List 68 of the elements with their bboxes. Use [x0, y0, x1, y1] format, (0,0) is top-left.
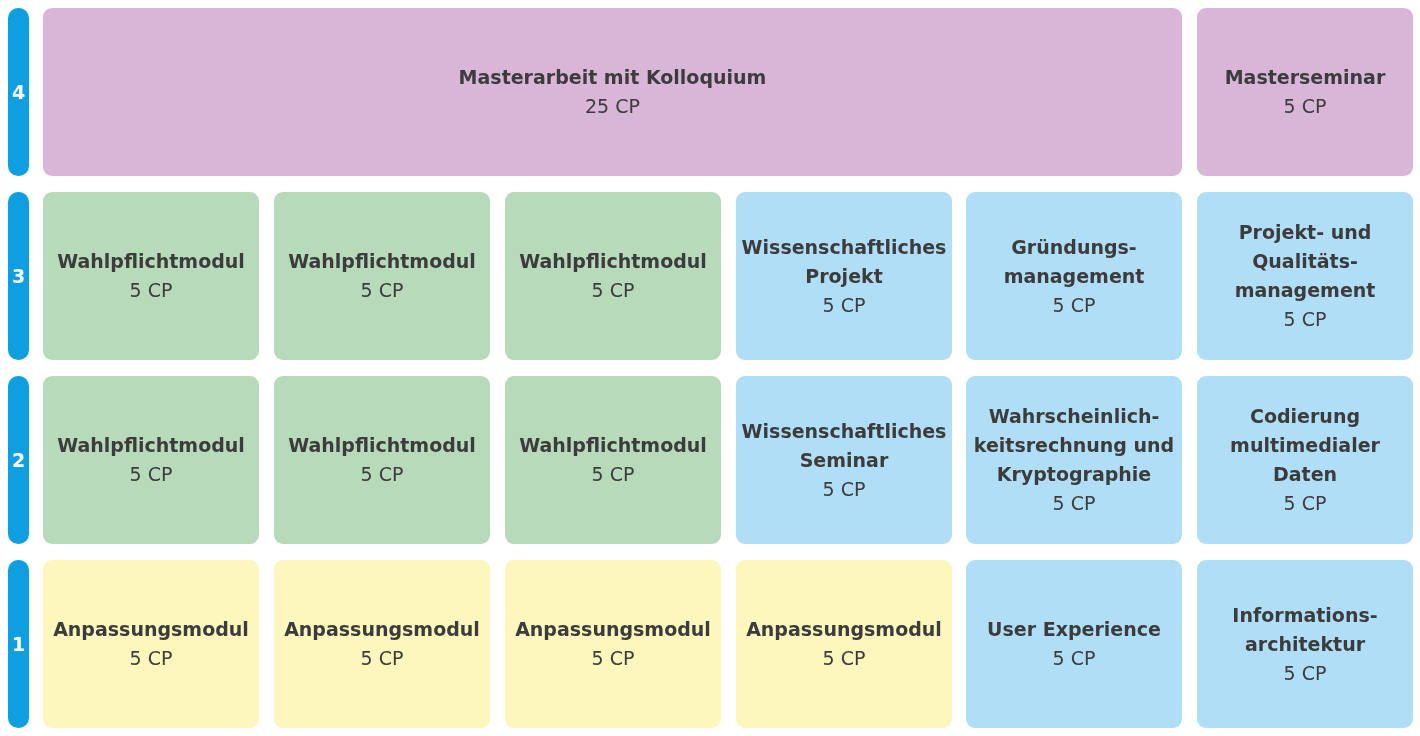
module-title: Codierung multimedialer Daten: [1229, 404, 1381, 487]
credit-points: 5 CP: [1283, 307, 1327, 332]
credit-points: 5 CP: [129, 278, 173, 303]
module-title: Informations- architektur: [1231, 602, 1379, 657]
credit-points: 5 CP: [822, 292, 866, 318]
module-box: [505, 560, 721, 728]
module-box: [1197, 8, 1413, 176]
module-box: [966, 560, 1182, 728]
module-box: [1197, 376, 1413, 544]
module-box: [43, 192, 259, 360]
module-title: Gründungs- management: [1002, 234, 1146, 289]
credit-points: 5 CP: [822, 646, 866, 671]
module-title: Anpassungsmodul: [515, 617, 711, 642]
credit-points: 5 CP: [1283, 660, 1327, 686]
credit-points: 5 CP: [360, 646, 404, 671]
credit-points: 25 CP: [585, 94, 640, 119]
module-title: Wahrscheinlich- keitsrechnung und Kryptographie: [972, 404, 1176, 487]
credit-points: 5 CP: [1283, 491, 1327, 516]
credit-points: 5 CP: [591, 278, 635, 303]
credit-points: 5 CP: [1283, 94, 1327, 119]
module-box: [736, 192, 952, 360]
semester-bar: [8, 376, 29, 544]
module-box: [274, 560, 490, 728]
credit-points: 5 CP: [1052, 292, 1096, 318]
semester-number: 3: [11, 265, 26, 287]
module-title: Anpassungsmodul: [284, 617, 480, 642]
semester-bar: [8, 8, 29, 176]
semester-bar: [8, 192, 29, 360]
module-box: [43, 376, 259, 544]
module-title: Projekt- und Qualitäts- management: [1233, 220, 1377, 303]
semester-number: 4: [11, 81, 26, 103]
credit-points: 5 CP: [1052, 646, 1096, 671]
module-title: Wahlpflichtmodul: [57, 433, 245, 458]
module-box: [274, 192, 490, 360]
module-box: [736, 376, 952, 544]
module-title: Anpassungsmodul: [53, 617, 249, 642]
module-title: Wahlpflichtmodul: [519, 249, 707, 274]
semester-bar: [8, 560, 29, 728]
module-title: Wahlpflichtmodul: [288, 249, 476, 274]
module-box: [505, 192, 721, 360]
module-box: [43, 8, 1182, 176]
module-box: [966, 376, 1182, 544]
credit-points: 5 CP: [129, 646, 173, 671]
module-title: Wissenschaftliches Seminar: [741, 418, 947, 473]
module-box: [1197, 560, 1413, 728]
module-box: [966, 192, 1182, 360]
module-box: [1197, 192, 1413, 360]
credit-points: 5 CP: [1052, 491, 1096, 516]
module-box: [736, 560, 952, 728]
module-box: [43, 560, 259, 728]
module-title: Wahlpflichtmodul: [519, 433, 707, 458]
module-title: Masterseminar: [1224, 65, 1386, 90]
credit-points: 5 CP: [360, 462, 404, 487]
module-title: Wahlpflichtmodul: [288, 433, 476, 458]
credit-points: 5 CP: [591, 646, 635, 671]
module-title: Wahlpflichtmodul: [57, 249, 245, 274]
module-title: Anpassungsmodul: [746, 617, 942, 642]
credit-points: 5 CP: [591, 462, 635, 487]
module-title: Masterarbeit mit Kolloquium: [458, 65, 767, 90]
module-title: User Experience: [987, 617, 1161, 642]
semester-number: 1: [11, 633, 26, 655]
semester-number: 2: [11, 449, 26, 471]
module-title: Wissenschaftliches Projekt: [741, 234, 947, 289]
module-box: [274, 376, 490, 544]
module-box: [505, 376, 721, 544]
credit-points: 5 CP: [822, 476, 866, 502]
credit-points: 5 CP: [360, 278, 404, 303]
credit-points: 5 CP: [129, 462, 173, 487]
